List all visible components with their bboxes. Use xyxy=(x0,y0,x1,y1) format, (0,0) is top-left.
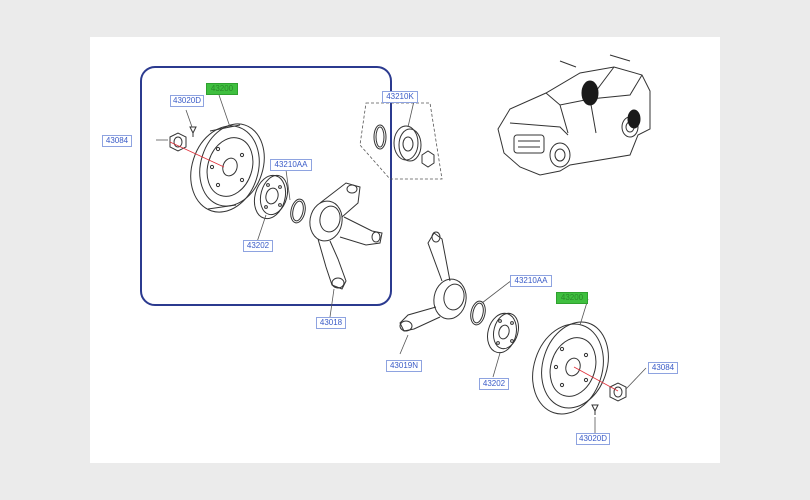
snap-ring-lower-icon xyxy=(470,300,486,326)
bearing-kit-parts-icon xyxy=(373,124,435,168)
part-label-knuckle-bottom[interactable]: 43019N xyxy=(386,360,422,372)
hub-nut-lower-icon xyxy=(609,382,627,402)
hub-nut-upper-icon xyxy=(169,132,187,152)
part-label-bearing-kit[interactable]: 43210K xyxy=(382,91,418,103)
part-label-drum-bottom[interactable]: 43200 xyxy=(556,292,588,304)
leader-lines-left xyxy=(156,94,415,318)
part-label-hub-bottom[interactable]: 43202 xyxy=(479,378,509,390)
part-label-drum-top[interactable]: 43200 xyxy=(206,83,238,95)
brake-drum-lower-icon xyxy=(532,321,609,415)
part-label-ring-bottom[interactable]: 43210AA xyxy=(510,275,552,287)
part-label-nut-top[interactable]: 43084 xyxy=(102,135,132,147)
leader-lines-right xyxy=(399,279,647,433)
snap-ring-upper-icon xyxy=(290,198,306,224)
suv-vehicle-icon xyxy=(497,54,651,176)
part-label-ring-top[interactable]: 43210AA xyxy=(270,159,312,171)
left-assembly-frame xyxy=(140,66,392,306)
wheel-bolt-lower-icon xyxy=(591,404,599,415)
wheel-bolt-upper-icon xyxy=(189,126,197,137)
part-label-bolt-bottom[interactable]: 43020D xyxy=(576,433,610,445)
wheel-hub-upper-icon xyxy=(253,174,289,220)
part-label-nut-bottom[interactable]: 43084 xyxy=(648,362,678,374)
steering-knuckle-lower-icon xyxy=(399,231,467,332)
part-label-hub-top[interactable]: 43202 xyxy=(243,240,273,252)
brake-drum-upper-icon xyxy=(190,123,265,213)
parts-diagram xyxy=(140,54,651,433)
diagram-sheet: 43200 43020D 43084 43210K 43210AA 43202 … xyxy=(90,37,720,463)
wheel-hub-lower-icon xyxy=(487,312,519,354)
steering-knuckle-upper-icon xyxy=(309,182,383,290)
part-label-knuckle-top[interactable]: 43018 xyxy=(316,317,346,329)
bearing-kit-box xyxy=(359,102,443,180)
part-label-bolt-top[interactable]: 43020D xyxy=(170,95,204,107)
